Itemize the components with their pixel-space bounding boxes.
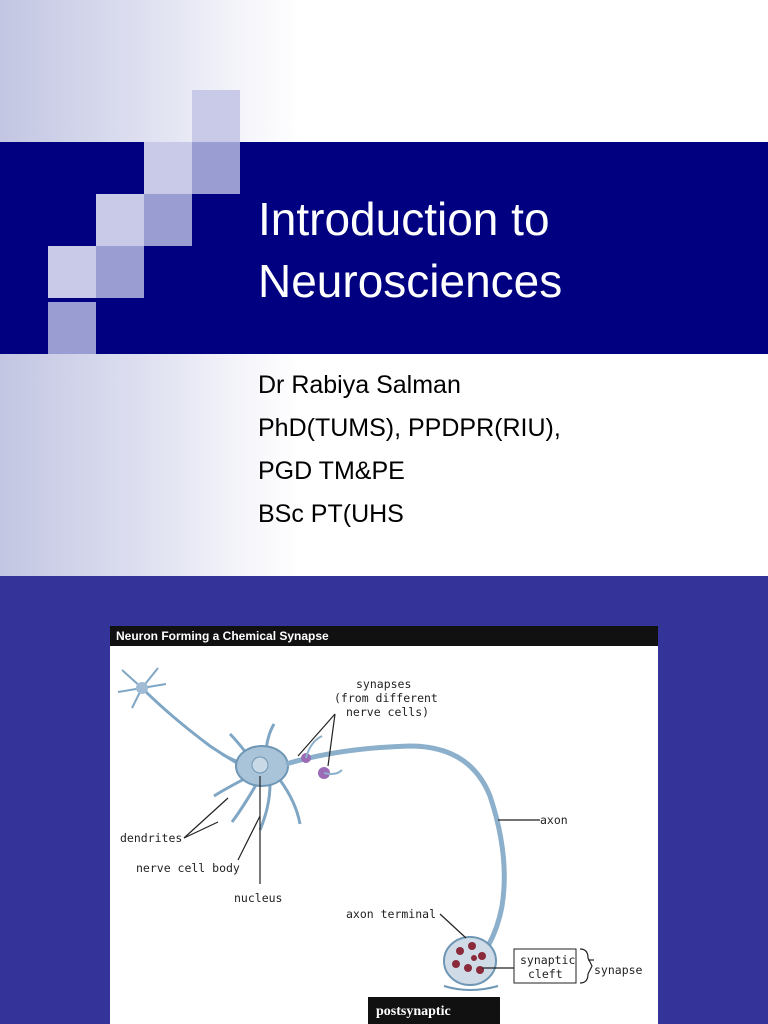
- decor-square: [96, 246, 144, 298]
- decor-square: [144, 142, 192, 194]
- author-credential: BSc PT(UHS: [258, 500, 404, 528]
- nucleus-shape: [251, 756, 269, 774]
- synaptic-cleft-shape: [443, 985, 499, 991]
- title-slide: Introduction to Neurosciences Dr Rabiya …: [0, 0, 768, 576]
- label-nerve-cell-body: nerve cell body: [136, 861, 240, 875]
- label-synapses: synapses: [356, 677, 411, 691]
- decor-square: [192, 90, 240, 142]
- label-axon-terminal: axon terminal: [346, 907, 436, 921]
- synapse-knobs-illustration: [301, 735, 343, 779]
- neuron-illustration: synapses (from different nerve cells) ax…: [117, 667, 643, 991]
- label-synapse: synapse: [594, 963, 643, 977]
- decor-square: [192, 142, 240, 194]
- label-nucleus: nucleus: [234, 891, 282, 905]
- slide-subtitle: Dr Rabiya Salman PhD(TUMS), PPDPR(RIU), …: [258, 364, 561, 536]
- label-synaptic-cleft: synaptic: [520, 953, 575, 967]
- slide-title-line: Introduction to: [258, 193, 550, 245]
- postsynaptic-label: postsynaptic: [368, 997, 500, 1024]
- decor-square: [0, 194, 48, 246]
- slide-title: Introduction to Neurosciences: [258, 188, 758, 312]
- decor-square: [96, 194, 144, 246]
- vesicles-illustration: [452, 942, 486, 974]
- label-leader-lines: [183, 713, 594, 969]
- label-dendrites: dendrites: [120, 831, 182, 845]
- neuron-figure: Neuron Forming a Chemical Synapse: [110, 626, 658, 1024]
- slide-title-line: Neurosciences: [258, 255, 563, 307]
- label-synapses: nerve cells): [346, 705, 429, 719]
- synaptic-cleft-label-box: [513, 948, 577, 984]
- author-credential: PhD(TUMS), PPDPR(RIU),: [258, 414, 561, 442]
- small-neuron-illustration: [117, 667, 243, 768]
- axon-shape: [285, 743, 507, 948]
- decor-square: [48, 302, 96, 354]
- author-name: Dr Rabiya Salman: [258, 371, 461, 399]
- decor-square: [48, 246, 96, 298]
- author-credential: PGD TM&PE: [258, 457, 405, 485]
- figure-title: Neuron Forming a Chemical Synapse: [110, 626, 658, 646]
- small-cell-body: [136, 682, 148, 694]
- decor-square: [144, 194, 192, 246]
- synapse-slide: Neuron Forming a Chemical Synapse: [0, 576, 768, 1024]
- label-synapses: (from different: [334, 691, 438, 705]
- label-synaptic-cleft: cleft: [528, 967, 563, 981]
- synapse-brace: [579, 948, 593, 984]
- label-axon: axon: [540, 813, 568, 827]
